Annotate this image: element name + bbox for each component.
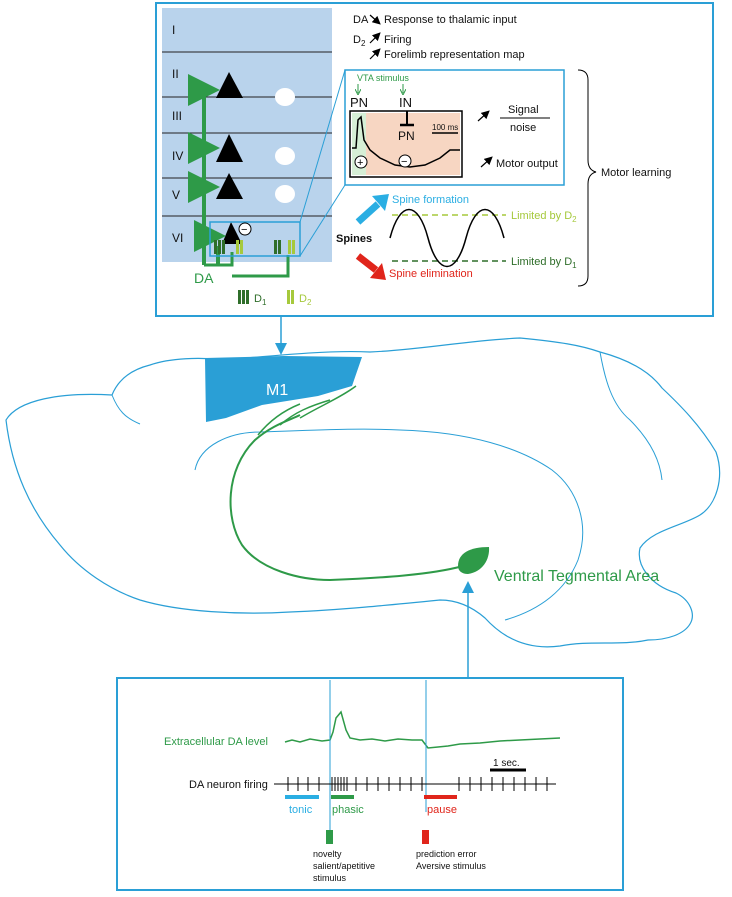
in-label: IN (399, 95, 412, 110)
top-panel: I II III IV V VI (155, 2, 714, 317)
layer-label-2: II (172, 67, 179, 81)
cortex-fold-outline (111, 394, 141, 425)
pyramidal-neuron-iv (216, 134, 243, 162)
spine-elimination-arrow (355, 253, 379, 273)
noise-label: noise (510, 122, 536, 134)
interneuron-ii (275, 88, 295, 106)
spines-section: Spines Spine formation Spine elimination… (336, 194, 577, 280)
signal-label: Signal (508, 104, 539, 116)
da-effect-thalamic: Response to thalamic input (384, 14, 517, 26)
spine-formation-arrow (355, 201, 381, 225)
da-label: DA (194, 270, 214, 286)
pyramidal-neurons (216, 72, 243, 244)
pause-trigger-2: Aversive stimulus (416, 861, 486, 871)
spine-elimination-label: Spine elimination (389, 268, 473, 280)
spine-dynamics-wave (389, 208, 505, 268)
interneurons (275, 88, 295, 203)
da-level-label: Extracellular DA level (164, 736, 268, 748)
signal-increase-arrow-icon (477, 110, 490, 122)
da-effect-prefix: DA (353, 14, 369, 26)
m1-region (205, 356, 362, 422)
pn-label: PN (350, 95, 368, 110)
phasic-trigger-2: salient/apetitive (313, 861, 375, 871)
excitation-symbol: + (357, 157, 363, 169)
d2-effect-prefix: D2 (353, 34, 366, 48)
spine-formation-label: Spine formation (392, 194, 469, 206)
inhibition-symbol-circle (238, 222, 252, 236)
interneuron-v (275, 185, 295, 203)
inhibition-symbol: − (241, 224, 247, 236)
pyramidal-neuron-v (216, 173, 243, 199)
d1-limit-label: Limited by D1 (511, 256, 577, 270)
scale-bar-label: 1 sec. (493, 758, 520, 769)
excitation-symbol-circle (354, 155, 368, 169)
brain: M1 Ventral Tegmental Area (5, 337, 721, 648)
motor-output-label: Motor output (496, 158, 558, 170)
interneuron-iv (275, 147, 295, 165)
layer-label-1: I (172, 23, 175, 37)
pause-trigger-1: prediction error (416, 849, 477, 859)
m1-label: M1 (266, 382, 288, 399)
d2-label: D2 (299, 293, 312, 307)
increase-arrow-icon-2 (369, 48, 381, 60)
pause-label: pause (427, 804, 457, 816)
tonic-label: tonic (289, 804, 313, 816)
motor-learning-label: Motor learning (601, 167, 671, 179)
da-projection (188, 74, 290, 278)
membrane-trace (352, 115, 460, 168)
inhibition-trace-circle (398, 154, 412, 168)
d2-effect-firing: Firing (384, 34, 412, 46)
pyramidal-neuron-ii (216, 72, 243, 98)
spine-elimination-arrowhead (370, 263, 386, 280)
forelimb-map-effect: Forelimb representation map (384, 49, 525, 61)
receptor-legend: D1 D2 (238, 290, 312, 307)
spine-formation-arrowhead (372, 194, 389, 211)
vta-region (458, 547, 490, 574)
phasic-trigger-1: novelty (313, 849, 342, 859)
vta-stimulus-label: VTA stimulus (357, 73, 409, 83)
mesocortical-pathway (229, 414, 464, 582)
zoom-box (209, 221, 301, 257)
pn2-label: PN (398, 129, 415, 143)
motor-learning-brace (577, 69, 597, 287)
phasic-trigger-marker (326, 830, 333, 844)
layer-label-3: III (172, 109, 182, 123)
phasic-label: phasic (332, 804, 364, 816)
time-scale-label: 100 ms (432, 123, 458, 132)
inset-recording: VTA stimulus PN IN PN 100 ms + − (344, 69, 565, 186)
da-effects: DA Response to thalamic input D2 Firing … (353, 14, 525, 61)
d1-receptor-icon (238, 290, 249, 304)
spike-train (287, 777, 548, 791)
pyramidal-neuron-vi (222, 222, 242, 244)
cerebellum-outline (599, 351, 663, 481)
d1-label: D1 (254, 293, 267, 307)
bottom-panel: Extracellular DA level 1 sec. DA neuron … (116, 677, 624, 891)
brain-outline (5, 337, 721, 648)
motor-increase-arrow-icon (480, 156, 493, 168)
receptors-layer-vi (214, 240, 295, 254)
vta-label: Ventral Tegmental Area (494, 568, 659, 585)
outputs: Signal noise Motor output (477, 104, 558, 170)
pause-trigger-marker (422, 830, 429, 844)
layer-label-6: VI (172, 231, 183, 245)
decrease-arrow-icon (369, 14, 381, 25)
phasic-trigger-3: stimulus (313, 873, 347, 883)
d2-receptor-icon (287, 290, 294, 304)
increase-arrow-icon (369, 32, 381, 44)
firing-label: DA neuron firing (189, 779, 268, 791)
d2-limit-label: Limited by D2 (511, 210, 577, 224)
zoom-line-bottom (299, 184, 346, 257)
spines-label: Spines (336, 233, 372, 245)
inhibition-shade (366, 113, 460, 175)
layer-label-4: IV (172, 149, 183, 163)
zoom-line-top (299, 69, 346, 223)
layer-label-5: V (172, 188, 180, 202)
layer-labels: I II III IV V VI (172, 23, 183, 245)
da-level-trace (284, 710, 561, 749)
inhibition-trace-symbol: − (401, 156, 407, 168)
